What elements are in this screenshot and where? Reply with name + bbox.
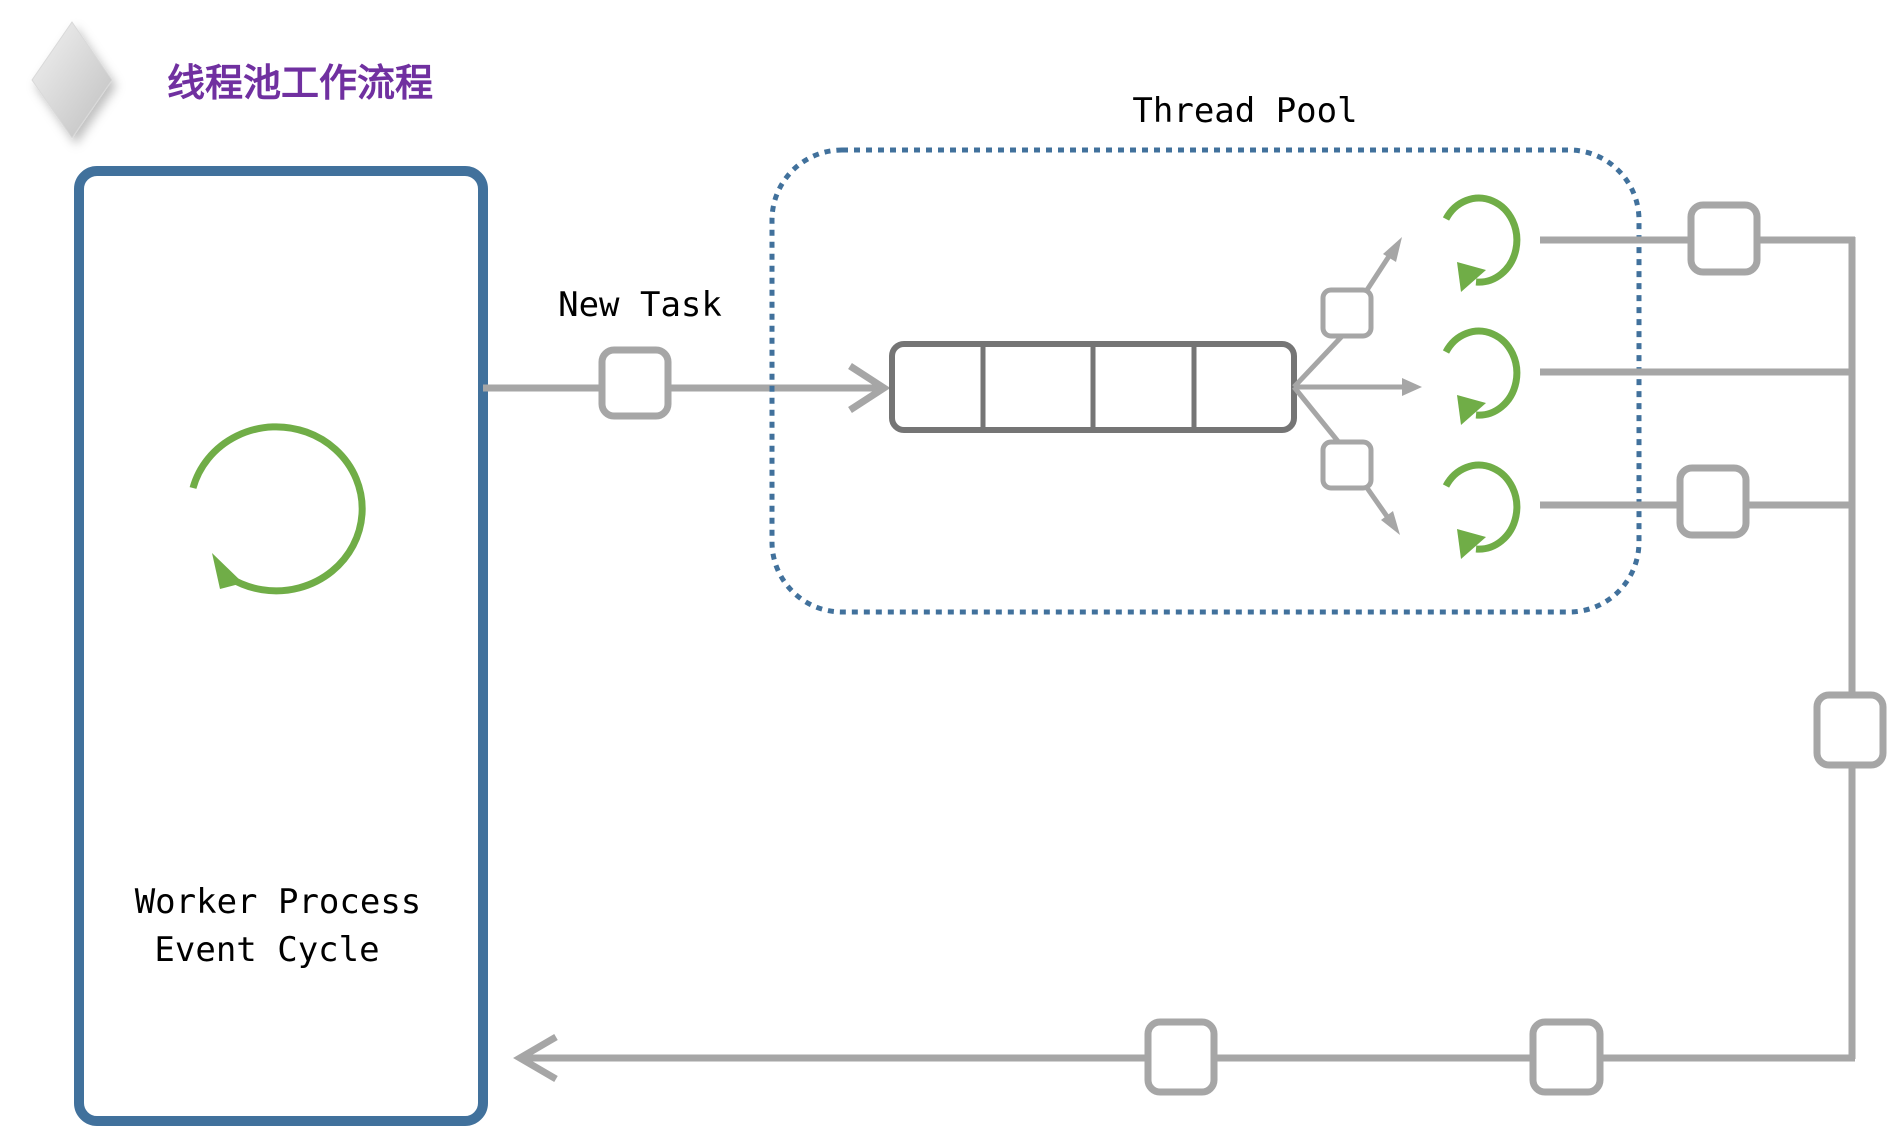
result-node xyxy=(1529,1018,1604,1096)
dispatch-task-node xyxy=(1320,287,1374,339)
result-node xyxy=(1144,1018,1218,1096)
dispatch-arrows xyxy=(1292,237,1422,535)
task-queue xyxy=(889,341,1297,433)
result-node xyxy=(1676,464,1750,539)
new-task-connector: New Task xyxy=(483,285,891,420)
worker-process-box: Worker Process Event Cycle xyxy=(74,166,488,1126)
dispatch-task-node xyxy=(1320,439,1374,491)
result-node xyxy=(1687,201,1761,276)
task-node xyxy=(598,346,672,420)
cycle-icon xyxy=(189,423,366,595)
thread-cycle-icon xyxy=(1442,461,1521,559)
new-task-label: New Task xyxy=(558,285,722,325)
page-title: 线程池工作流程 xyxy=(167,61,433,105)
diamond-icon xyxy=(31,21,113,139)
header: 线程池工作流程 xyxy=(31,21,433,139)
thread-pool-boundary xyxy=(769,147,1642,615)
output-connectors xyxy=(513,201,1887,1096)
result-node xyxy=(1813,691,1887,769)
thread-pool-label: Thread Pool xyxy=(1132,91,1357,131)
worker-process-label-line2: Event Cycle xyxy=(154,930,379,970)
worker-process-label-line1: Worker Process xyxy=(135,882,422,922)
thread-cycle-icon xyxy=(1442,194,1521,292)
thread-cycle-icon xyxy=(1442,327,1521,425)
thread-pool: Thread Pool xyxy=(769,91,1642,615)
